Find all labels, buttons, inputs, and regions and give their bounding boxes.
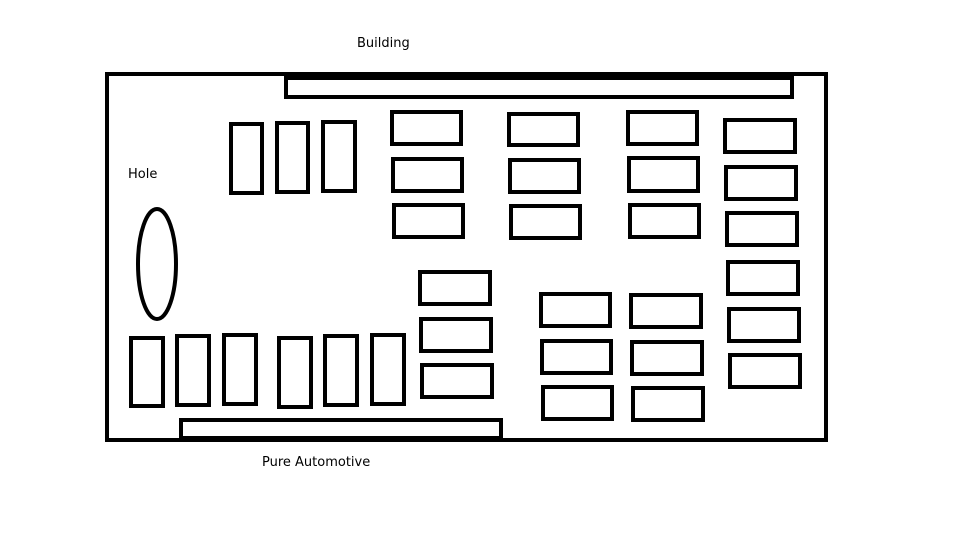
- parking-space: [724, 165, 798, 201]
- parking-space: [391, 157, 464, 193]
- parking-space: [175, 334, 211, 407]
- lot-outline: [105, 72, 828, 442]
- parking-space: [725, 211, 799, 247]
- parking-space: [629, 293, 703, 329]
- parking-space: [726, 260, 800, 296]
- parking-space: [418, 270, 492, 306]
- parking-space: [631, 386, 705, 422]
- parking-space: [626, 110, 699, 146]
- parking-space: [509, 204, 582, 240]
- pure-automotive-label: Pure Automotive: [262, 455, 371, 470]
- parking-space: [508, 158, 581, 194]
- parking-space: [507, 112, 580, 147]
- parking-space: [541, 385, 614, 421]
- parking-space: [728, 353, 802, 389]
- hole-label: Hole: [128, 167, 158, 182]
- parking-space: [229, 122, 264, 195]
- hole-ellipse: [136, 207, 178, 321]
- parking-space: [129, 336, 165, 408]
- parking-space: [627, 156, 700, 193]
- parking-space: [630, 340, 704, 376]
- parking-space: [723, 118, 797, 154]
- parking-space: [323, 334, 359, 407]
- parking-space: [419, 317, 493, 353]
- parking-space: [275, 121, 310, 194]
- parking-space: [420, 363, 494, 399]
- parking-space: [727, 307, 801, 343]
- building-label: Building: [357, 36, 410, 51]
- parking-space: [540, 339, 613, 375]
- parking-space: [390, 110, 463, 146]
- parking-space: [321, 120, 357, 193]
- parking-space: [277, 336, 313, 409]
- parking-space: [539, 292, 612, 328]
- building-frontage-bar: [284, 76, 794, 99]
- parking-space: [222, 333, 258, 406]
- parking-space: [370, 333, 406, 406]
- pure-automotive-frontage-bar: [179, 418, 503, 440]
- parking-space: [628, 203, 701, 239]
- parking-space: [392, 203, 465, 239]
